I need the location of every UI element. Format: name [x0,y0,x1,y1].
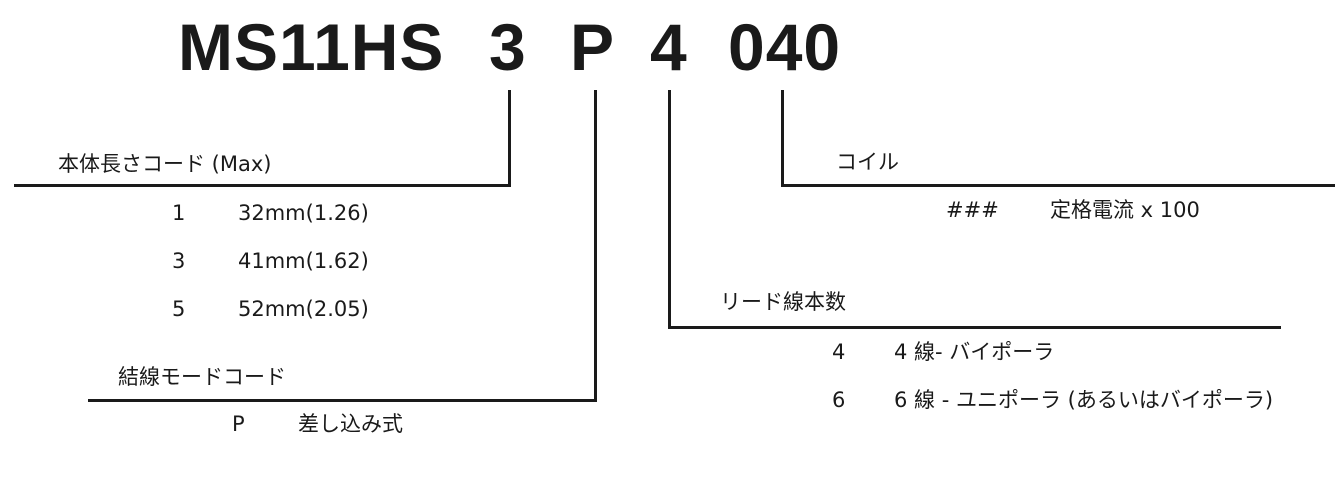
body-length-heading: 本体長さコード (Max) [58,152,272,176]
wiring-mode-connector-horizontal [88,399,597,402]
lead-count-connector-horizontal [668,326,1281,329]
lead-count-code: 6 [832,388,846,412]
coil-connector-vertical [781,90,784,187]
lead-count-heading: リード線本数 [720,290,846,314]
lead-count-connector-vertical [668,90,671,329]
lead-count-value: 6 線 - ユニポーラ (あるいはバイポーラ) [894,388,1274,412]
body-length-value: 32mm(1.26) [238,201,369,225]
part-length-code: 3 [489,10,527,84]
lead-count-code: 4 [832,340,846,364]
wiring-mode-code: P [232,412,245,436]
body-length-connector-horizontal [14,184,511,187]
body-length-value: 52mm(2.05) [238,297,369,321]
wiring-mode-heading: 結線モードコード [118,365,286,389]
coil-heading: コイル [836,150,899,174]
coil-code: ### [946,198,999,222]
coil-connector-horizontal [781,184,1335,187]
coil-value: 定格電流 x 100 [1050,198,1200,222]
body-length-connector-vertical [508,90,511,187]
part-lead-count: 4 [650,10,688,84]
body-length-code: 3 [172,249,186,273]
body-length-code: 5 [172,297,186,321]
part-wiring-mode: P [570,10,616,84]
part-series: MS11HS [178,10,445,84]
part-coil: 040 [728,10,842,84]
body-length-value: 41mm(1.62) [238,249,369,273]
body-length-code: 1 [172,201,186,225]
lead-count-value: 4 線- バイポーラ [894,340,1055,364]
wiring-mode-connector-vertical [594,90,597,402]
wiring-mode-value: 差し込み式 [298,412,403,436]
